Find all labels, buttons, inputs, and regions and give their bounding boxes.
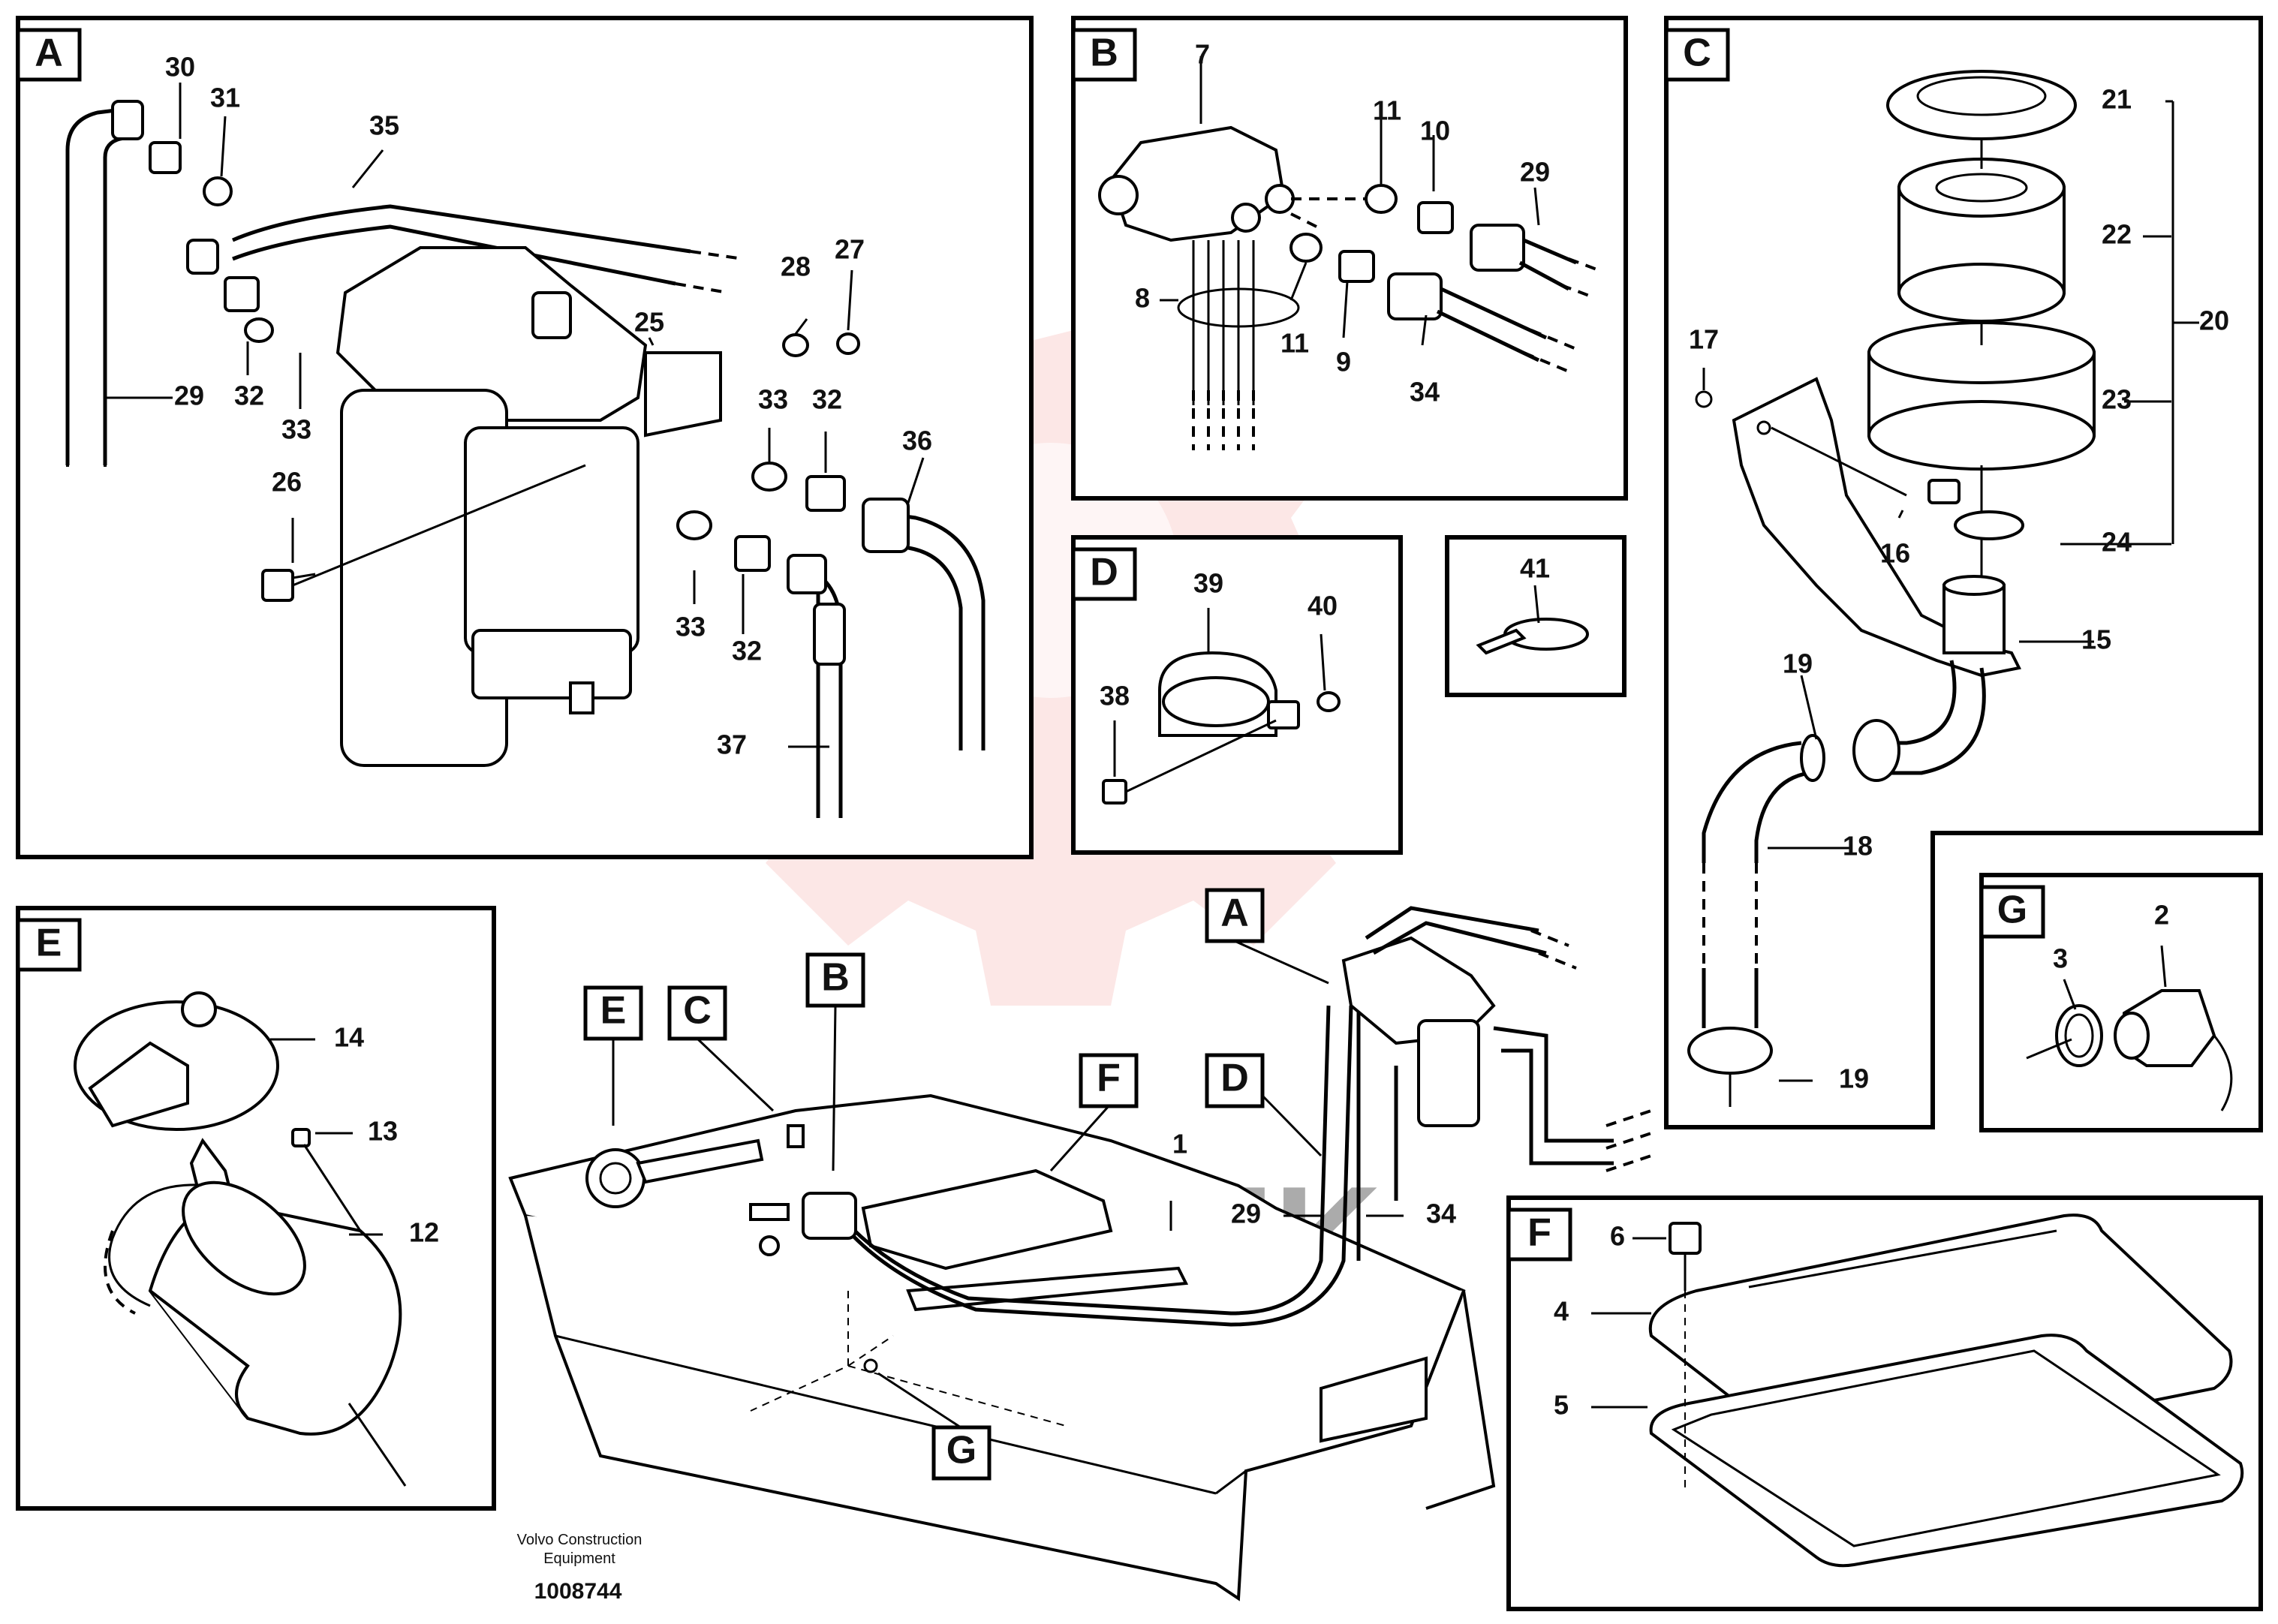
part-label: 22 — [2102, 219, 2132, 250]
fitting-icon — [186, 239, 860, 572]
bracket-icon — [1732, 377, 2024, 678]
fitting-icon — [149, 141, 233, 206]
panel-f: F 6 4 5 — [1506, 1195, 2263, 1611]
panel-letter: A — [35, 32, 63, 75]
part-label: 20 — [2199, 305, 2229, 336]
panel-a: A — [16, 16, 1034, 859]
part-label: 38 — [1100, 681, 1130, 711]
air-filter-icon — [1867, 70, 2096, 585]
panel-letter: D — [1090, 551, 1118, 594]
part-label: 1 — [1172, 1129, 1187, 1159]
part-label: 31 — [210, 83, 240, 113]
part-label: 37 — [717, 729, 747, 760]
filler-cap-icon — [74, 991, 407, 1487]
part-label: 14 — [334, 1022, 364, 1053]
part-label: 29 — [1520, 157, 1550, 188]
part-label: 33 — [281, 414, 311, 445]
filter-head-icon — [1098, 125, 1300, 450]
part-label: 4 — [1554, 1296, 1569, 1327]
part-label: 8 — [1135, 283, 1150, 314]
drain-plug-icon — [2026, 989, 2233, 1111]
part-label: 10 — [1420, 116, 1450, 146]
part-label: 32 — [812, 384, 842, 415]
part-label: 15 — [2081, 624, 2111, 655]
panel-letter: G — [1997, 889, 2027, 932]
part-label: 7 — [1195, 39, 1210, 70]
part-label: 11 — [1373, 95, 1401, 126]
part-label: 30 — [165, 52, 195, 83]
part-label: 11 — [1280, 328, 1309, 359]
callout-a: A — [1220, 892, 1249, 935]
panel-letter: E — [36, 922, 62, 965]
clamp-icon — [1102, 651, 1341, 804]
part-label: 32 — [732, 636, 762, 666]
maker-line-2: Equipment — [543, 1550, 615, 1567]
part-label: 40 — [1308, 591, 1338, 621]
part-label: 26 — [272, 467, 302, 498]
hose-icon — [1387, 224, 1599, 373]
part-label: 5 — [1554, 1390, 1569, 1421]
part-label: 33 — [758, 384, 788, 415]
fuel-tank-overview: E C B F D A G 1 29 34 — [508, 888, 1652, 1601]
bolt-icon — [1669, 1222, 1702, 1493]
hose-icon — [65, 100, 144, 473]
panel-c: C — [1664, 16, 2263, 1129]
panel-d: D 39 40 38 — [1071, 535, 1403, 855]
part-label: 23 — [2102, 384, 2132, 415]
part-label: 16 — [1880, 538, 1910, 569]
hose-icon — [1687, 390, 1986, 1075]
part-label: 21 — [2102, 84, 2132, 115]
panel-cable-tie: 41 — [1445, 535, 1626, 697]
part-label: 29 — [174, 380, 204, 411]
filler-neck-icon — [585, 1124, 805, 1256]
part-label: 25 — [634, 307, 664, 338]
part-label: 13 — [368, 1116, 398, 1147]
part-label: 12 — [409, 1217, 439, 1248]
callout-g: G — [946, 1429, 977, 1472]
part-label: 18 — [1843, 831, 1873, 862]
part-label: 41 — [1520, 553, 1550, 584]
bolt-icon — [261, 464, 586, 602]
panel-letter: F — [1527, 1211, 1551, 1255]
part-label: 29 — [1231, 1198, 1261, 1229]
document-number: 1008744 — [534, 1579, 622, 1604]
part-label: 34 — [1426, 1198, 1456, 1229]
part-label: 28 — [781, 251, 811, 282]
part-label: 33 — [676, 612, 706, 642]
part-label: 9 — [1336, 347, 1351, 377]
panel-b: B 7 8 11 10 29 1 — [1071, 16, 1628, 501]
callout-d: D — [1220, 1057, 1249, 1100]
part-label: 24 — [2102, 527, 2132, 558]
part-label: 19 — [1783, 648, 1813, 679]
filter-assembly-icon — [1341, 906, 1652, 1172]
panel-g: G 2 3 — [1979, 873, 2263, 1132]
part-label: 32 — [234, 380, 264, 411]
part-label: 6 — [1610, 1221, 1625, 1252]
maker-line-1: Volvo Construction — [517, 1532, 642, 1548]
callout-b: B — [821, 956, 850, 1000]
part-label: 35 — [369, 110, 399, 141]
part-label: 27 — [835, 234, 865, 265]
fuel-lines-icon — [749, 1005, 1398, 1327]
callout-e: E — [600, 989, 627, 1033]
part-label: 39 — [1193, 568, 1223, 599]
callout-f: F — [1097, 1057, 1121, 1100]
panel-letter: C — [1683, 32, 1711, 75]
part-label: 2 — [2154, 900, 2169, 931]
footer: Volvo Construction Equipment 1008744 — [517, 1532, 642, 1604]
panel-e: E 14 13 12 — [16, 906, 496, 1511]
fitting-icon — [1289, 184, 1454, 283]
panel-letter: B — [1090, 32, 1118, 75]
fuel-filter-icon — [336, 246, 722, 767]
part-label: 3 — [2053, 943, 2068, 974]
cable-tie-icon — [1476, 618, 1589, 655]
part-label: 36 — [902, 426, 932, 456]
gasket-icon — [1648, 1213, 2244, 1568]
part-label: 19 — [1839, 1063, 1869, 1094]
part-label: 34 — [1410, 377, 1440, 408]
callout-c: C — [683, 989, 712, 1033]
part-label: 17 — [1689, 324, 1719, 355]
